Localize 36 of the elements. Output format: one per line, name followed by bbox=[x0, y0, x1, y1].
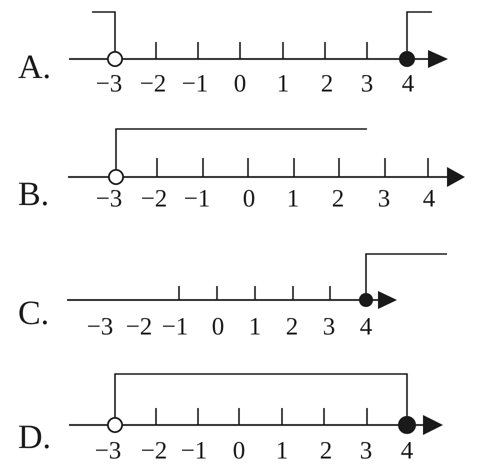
tick-label: −1 bbox=[180, 438, 208, 464]
option-letter: D. bbox=[18, 421, 52, 455]
tick-label: −1 bbox=[162, 314, 188, 340]
tick-label: 0 bbox=[232, 438, 246, 464]
option-letter: B. bbox=[18, 178, 50, 212]
tick-label: 2 bbox=[320, 438, 332, 464]
tick-label: −2 bbox=[140, 438, 168, 464]
option-letter: C. bbox=[18, 297, 50, 331]
tick-label: 1 bbox=[248, 314, 262, 340]
tick-label: 3 bbox=[360, 72, 374, 96]
tick-label: −2 bbox=[140, 72, 166, 96]
tick-label: −3 bbox=[94, 438, 122, 464]
tick-label: 1 bbox=[276, 438, 288, 464]
tick-label: −1 bbox=[182, 72, 208, 96]
option-letter: A. bbox=[18, 51, 52, 85]
tick-label: 0 bbox=[212, 314, 224, 340]
tick-label: −2 bbox=[140, 186, 168, 212]
tick-label: 4 bbox=[402, 72, 414, 96]
tick-label: 4 bbox=[360, 314, 372, 340]
tick-label: −3 bbox=[86, 314, 114, 340]
tick-label: 1 bbox=[286, 186, 300, 212]
tick-label: 1 bbox=[276, 72, 290, 96]
tick-label: 0 bbox=[242, 186, 256, 212]
tick-label: 4 bbox=[422, 186, 436, 212]
tick-label: 2 bbox=[320, 72, 334, 96]
tick-label: 3 bbox=[322, 314, 336, 340]
tick-label: 4 bbox=[400, 438, 414, 464]
tick-label: 2 bbox=[332, 186, 344, 212]
tick-label: −2 bbox=[126, 314, 152, 340]
tick-label: 3 bbox=[360, 438, 372, 464]
tick-label: 0 bbox=[234, 72, 246, 96]
tick-label: −1 bbox=[184, 186, 210, 212]
tick-label: −3 bbox=[96, 186, 122, 212]
tick-label: 2 bbox=[286, 314, 298, 340]
tick-label: 3 bbox=[378, 186, 390, 212]
tick-label: −3 bbox=[96, 72, 122, 96]
